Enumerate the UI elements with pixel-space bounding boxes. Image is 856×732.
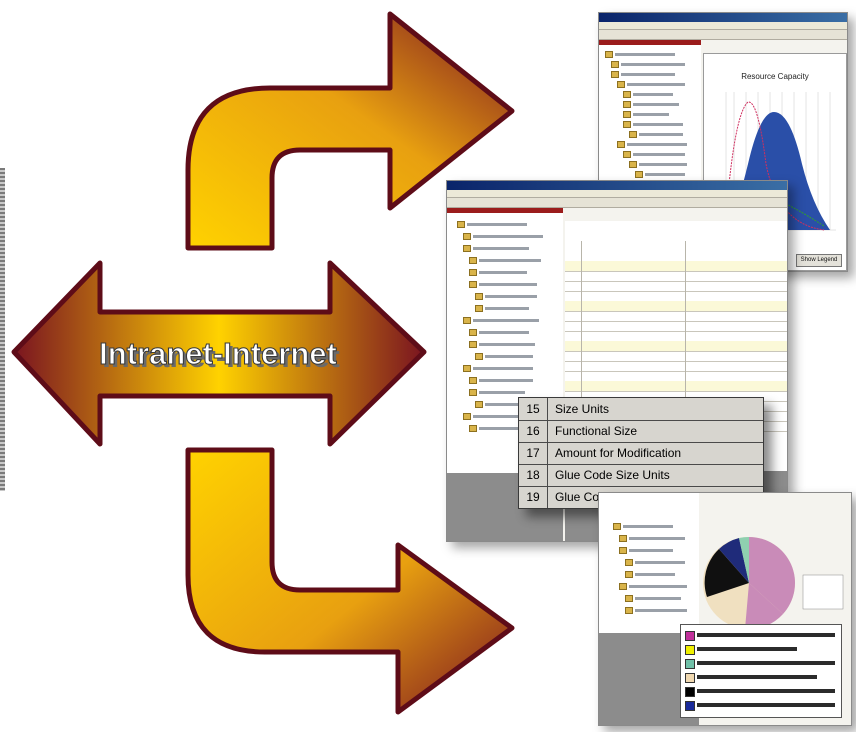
chart-title: Resource Capacity [741, 72, 809, 81]
panel-header [447, 208, 563, 215]
row-label: Functional Size [555, 424, 638, 438]
callout-table: 15 Size Units 16 Functional Size 17 Amou… [518, 397, 764, 509]
table-row: 18 Glue Code Size Units [519, 464, 763, 487]
panel-header [599, 40, 701, 47]
row-label: Size Units [555, 402, 610, 416]
row-number: 19 [519, 486, 548, 508]
row-number: 18 [519, 464, 548, 486]
lower-arrow [185, 447, 515, 715]
pie-chart [703, 536, 844, 630]
center-label-shadow: Intranet-Internet [102, 339, 340, 374]
window-titlebar [599, 13, 847, 22]
window-toolbar [447, 198, 787, 208]
row-number: 15 [519, 398, 548, 420]
pie-legend [680, 624, 842, 718]
tree-panel [447, 213, 563, 473]
show-legend-button[interactable]: Show Legend [796, 254, 842, 267]
window-titlebar [447, 181, 787, 190]
table-row: 15 Size Units [519, 398, 763, 421]
scrollbar-decor [0, 168, 5, 491]
upper-arrow [185, 11, 515, 251]
row-number: 16 [519, 420, 548, 442]
center-label: Intranet-Internet [99, 336, 337, 371]
table-row: 16 Functional Size [519, 420, 763, 443]
window-menubar [599, 22, 847, 30]
window-toolbar [599, 30, 847, 40]
row-label: Glue Code Size Units [555, 468, 670, 482]
row-label: Amount for Modification [555, 446, 682, 460]
double-arrow [11, 260, 427, 447]
row-number: 17 [519, 442, 548, 464]
window-menubar [447, 190, 787, 198]
table-row: 17 Amount for Modification [519, 442, 763, 465]
